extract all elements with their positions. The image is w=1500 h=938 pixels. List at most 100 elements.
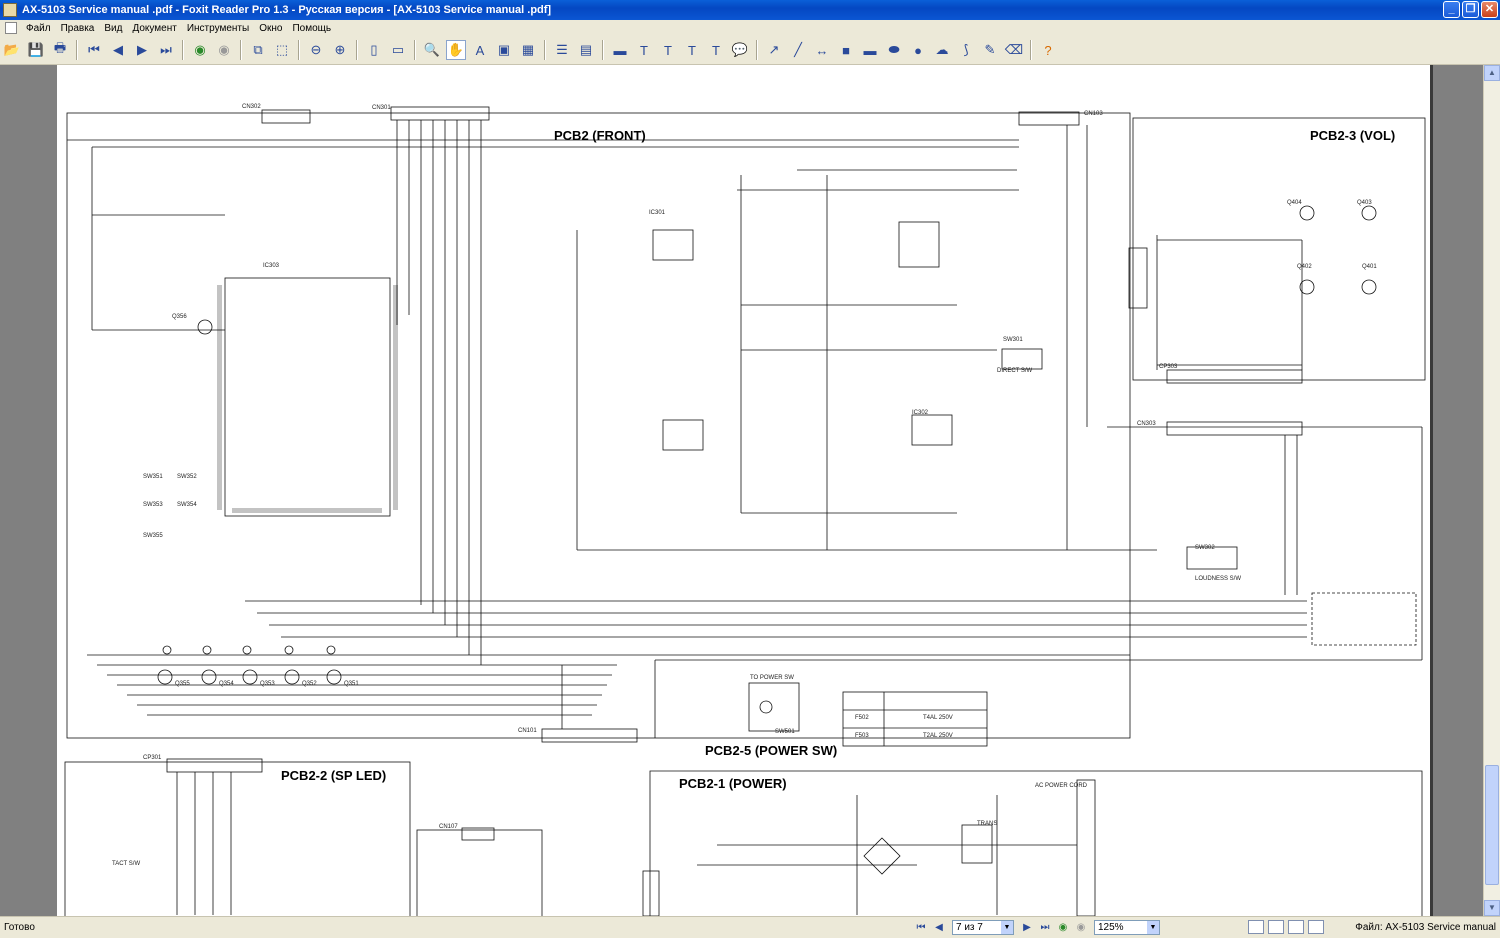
status-bar: Готово ⏮ ◀ 7 из 7▼ ▶ ⏭ ◉ ◉ 125%▼ Файл: A… (0, 916, 1500, 938)
next-page-icon[interactable]: ▶ (1023, 921, 1031, 933)
part-label: Q355 (175, 681, 190, 687)
toolbar-separator (356, 40, 358, 60)
menu-view[interactable]: Вид (104, 22, 123, 34)
dimension-icon[interactable]: ↔ (815, 42, 829, 58)
menu-bar: Файл Правка Вид Документ Инструменты Окн… (0, 20, 1500, 36)
prev-page-icon[interactable]: ◀ (113, 42, 123, 57)
continuous-view-icon[interactable] (1268, 920, 1284, 934)
single-page-view-icon[interactable] (1248, 920, 1264, 934)
pencil-icon[interactable]: ✎ (984, 42, 996, 57)
toolbar: 📂 💾 🖶 ⏮ ◀ ▶ ⏭ ◉ ◉ ⧉ ⬚ ⊖ ⊕ ▯ ▭ 🔍 ✋ A ▣ ▦ … (0, 36, 1500, 65)
chevron-down-icon[interactable]: ▼ (1001, 920, 1013, 934)
strikeout-icon[interactable]: T (664, 42, 672, 58)
vertical-scrollbar[interactable]: ▲ ▼ (1483, 65, 1500, 916)
page-icon[interactable]: ▯ (370, 42, 378, 57)
arrow-icon[interactable]: ↗ (768, 42, 780, 57)
ellipse-icon[interactable]: ⬬ (888, 42, 900, 57)
connector-label: CN107 (439, 824, 458, 830)
facing-view-icon[interactable] (1288, 920, 1304, 934)
last-page-icon[interactable]: ⏭ (160, 42, 172, 57)
zoom-in-icon[interactable]: ⊕ (334, 42, 346, 57)
image-icon[interactable]: ▦ (521, 42, 535, 57)
next-page-icon[interactable]: ▶ (137, 42, 147, 57)
last-page-icon[interactable]: ⏭ (1040, 921, 1050, 933)
toolbar-separator (602, 40, 604, 60)
document-area[interactable]: PCB2 (FRONT) PCB2-3 (VOL) PCB2-5 (POWER … (0, 65, 1500, 916)
highlight-icon[interactable]: ▬ (613, 42, 627, 58)
scroll-up-arrow[interactable]: ▲ (1484, 65, 1500, 81)
menu-document[interactable]: Документ (132, 22, 177, 34)
first-page-icon[interactable]: ⏮ (88, 42, 100, 57)
menu-help[interactable]: Помощь (292, 22, 332, 34)
print-icon[interactable]: 🖶 (53, 40, 67, 55)
scroll-down-arrow[interactable]: ▼ (1484, 900, 1500, 916)
part-label: Q354 (219, 681, 234, 687)
note-text: T2AL 250V (923, 733, 953, 739)
hand-icon[interactable]: ✋ (446, 40, 466, 60)
connector-label: CP301 (143, 755, 162, 761)
minimize-button[interactable]: _ (1443, 1, 1460, 18)
part-label: Q401 (1362, 264, 1377, 270)
connector-label: CP303 (1159, 364, 1178, 370)
part-label: Q402 (1297, 264, 1312, 270)
eraser-icon[interactable]: ⌫ (1004, 42, 1024, 57)
two-page-icon[interactable]: ▭ (391, 42, 405, 57)
back-icon[interactable]: ◉ (194, 42, 206, 57)
part-label: Q353 (260, 681, 275, 687)
text-select-icon[interactable]: A (475, 42, 485, 58)
select-icon[interactable]: ⬚ (275, 42, 289, 57)
part-label: SW354 (177, 502, 197, 508)
forward-icon[interactable]: ◉ (1076, 921, 1086, 933)
board-label-front: PCB2 (FRONT) (554, 128, 646, 143)
document-icon[interactable] (5, 22, 17, 34)
circle-icon[interactable]: ● (914, 42, 922, 58)
cloud-icon[interactable]: ☁ (935, 42, 949, 57)
title-bar: AX-5103 Service manual .pdf - Foxit Read… (0, 0, 1500, 20)
bookmark-icon[interactable]: ▤ (579, 42, 593, 57)
polyline-icon[interactable]: ⟆ (963, 42, 969, 57)
snapshot-icon[interactable]: ▣ (497, 42, 511, 57)
part-label: Q356 (172, 314, 187, 320)
squiggly-icon[interactable]: T (688, 42, 696, 58)
line-icon[interactable]: ╱ (794, 42, 802, 57)
find-icon[interactable]: 🔍 (423, 42, 441, 57)
zoom-field[interactable]: 125% ▼ (1094, 919, 1160, 935)
square-icon[interactable]: ▬ (863, 42, 877, 58)
underline-icon[interactable]: T (640, 42, 648, 58)
save-icon[interactable]: 💾 (27, 42, 45, 57)
forward-icon[interactable]: ◉ (218, 42, 230, 57)
part-label: Q403 (1357, 200, 1372, 206)
continuous-facing-view-icon[interactable] (1308, 920, 1324, 934)
zoom-value: 125% (1098, 921, 1124, 933)
toolbar-separator (240, 40, 242, 60)
status-ready: Готово (4, 922, 35, 933)
open-icon[interactable]: 📂 (3, 42, 21, 57)
pdf-page[interactable]: PCB2 (FRONT) PCB2-3 (VOL) PCB2-5 (POWER … (57, 65, 1430, 916)
first-page-icon[interactable]: ⏮ (916, 921, 926, 933)
maximize-button[interactable]: ❐ (1462, 1, 1479, 18)
part-label: IC302 (912, 410, 929, 416)
menu-window[interactable]: Окно (259, 22, 283, 34)
chevron-down-icon[interactable]: ▼ (1147, 920, 1159, 934)
menu-edit[interactable]: Правка (60, 22, 95, 34)
text-icon[interactable]: T (712, 42, 720, 58)
part-label: SW501 (775, 729, 795, 735)
board-label-power-sw: PCB2-5 (POWER SW) (705, 743, 838, 758)
menu-tools[interactable]: Инструменты (186, 22, 250, 34)
toolbar-separator (544, 40, 546, 60)
part-label: F503 (855, 733, 869, 739)
copy-icon[interactable]: ⧉ (253, 42, 263, 57)
schematic-drawing (64, 106, 1426, 916)
back-icon[interactable]: ◉ (1058, 921, 1068, 933)
note-icon[interactable]: 💬 (731, 42, 749, 57)
help-icon[interactable]: ? (1044, 42, 1052, 58)
zoom-out-icon[interactable]: ⊖ (310, 42, 322, 57)
part-label: SW351 (143, 474, 163, 480)
prev-page-icon[interactable]: ◀ (935, 921, 943, 933)
menu-file[interactable]: Файл (26, 22, 51, 34)
scroll-thumb[interactable] (1485, 765, 1499, 885)
close-button[interactable]: ✕ (1481, 1, 1498, 18)
form-icon[interactable]: ☰ (556, 42, 568, 57)
page-number-field[interactable]: 7 из 7▼ (952, 919, 1014, 935)
rect-icon[interactable]: ■ (842, 42, 850, 58)
